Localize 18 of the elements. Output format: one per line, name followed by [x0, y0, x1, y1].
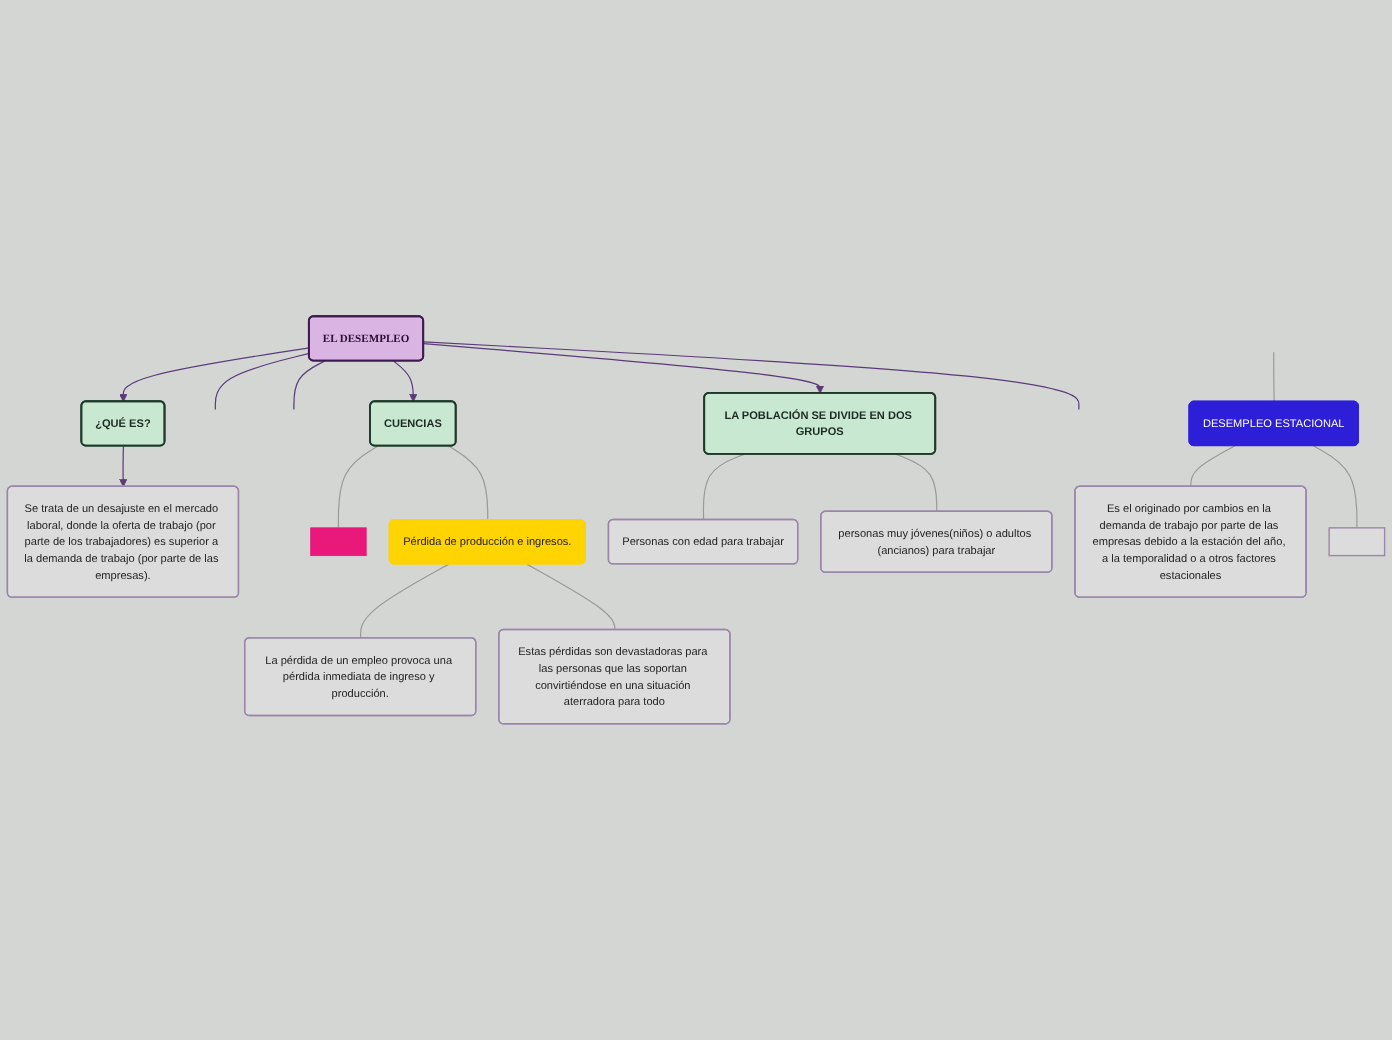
connector [214, 352, 310, 411]
connector [337, 445, 379, 529]
connector [423, 341, 1080, 411]
connector [1190, 445, 1236, 488]
arrow [423, 343, 825, 394]
node-box [1328, 527, 1386, 557]
arrow [392, 360, 418, 403]
connector [526, 563, 616, 631]
connector [702, 453, 745, 521]
arrow [119, 445, 128, 488]
arrow [119, 347, 310, 403]
connector [895, 453, 938, 513]
connector [1273, 351, 1275, 403]
connector [1313, 445, 1358, 529]
connector [293, 360, 326, 411]
connector [448, 445, 489, 521]
connector [360, 563, 449, 639]
node-box [310, 527, 367, 557]
